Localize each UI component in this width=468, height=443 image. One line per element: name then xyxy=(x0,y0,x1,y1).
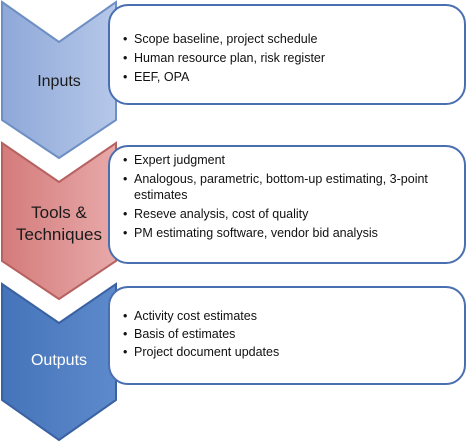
tools-item: Reseve analysis, cost of quality xyxy=(123,206,458,222)
inputs-item: EEF, OPA xyxy=(123,69,464,85)
tools-label-line-2: Techniques xyxy=(15,225,102,244)
inputs-label: Inputs xyxy=(37,73,81,90)
tools-techniques-panel: Expert judgment Analogous, parametric, b… xyxy=(108,145,466,264)
tools-list: Expert judgment Analogous, parametric, b… xyxy=(123,152,458,241)
outputs-item: Activity cost estimates xyxy=(123,308,464,324)
tools-item: Analogous, parametric, bottom-up estimat… xyxy=(123,171,458,203)
outputs-panel: Activity cost estimates Basis of estimat… xyxy=(108,286,466,385)
tools-chevron xyxy=(0,141,117,301)
inputs-list: Scope baseline, project schedule Human r… xyxy=(123,31,464,85)
tools-item: Expert judgment xyxy=(123,152,458,168)
inputs-panel: Scope baseline, project schedule Human r… xyxy=(108,4,466,105)
outputs-chevron xyxy=(0,282,117,442)
inputs-chevron xyxy=(0,0,117,160)
inputs-item: Scope baseline, project schedule xyxy=(123,31,464,47)
tools-label-line-1: Tools & xyxy=(31,203,87,222)
inputs-item: Human resource plan, risk register xyxy=(123,50,464,66)
tools-item: PM estimating software, vendor bid analy… xyxy=(123,225,458,241)
outputs-item: Basis of estimates xyxy=(123,326,464,342)
outputs-list: Activity cost estimates Basis of estimat… xyxy=(123,308,464,360)
outputs-item: Project document updates xyxy=(123,344,464,360)
outputs-label: Outputs xyxy=(30,352,88,369)
tools-techniques-label: Tools & Techniques xyxy=(0,202,118,246)
